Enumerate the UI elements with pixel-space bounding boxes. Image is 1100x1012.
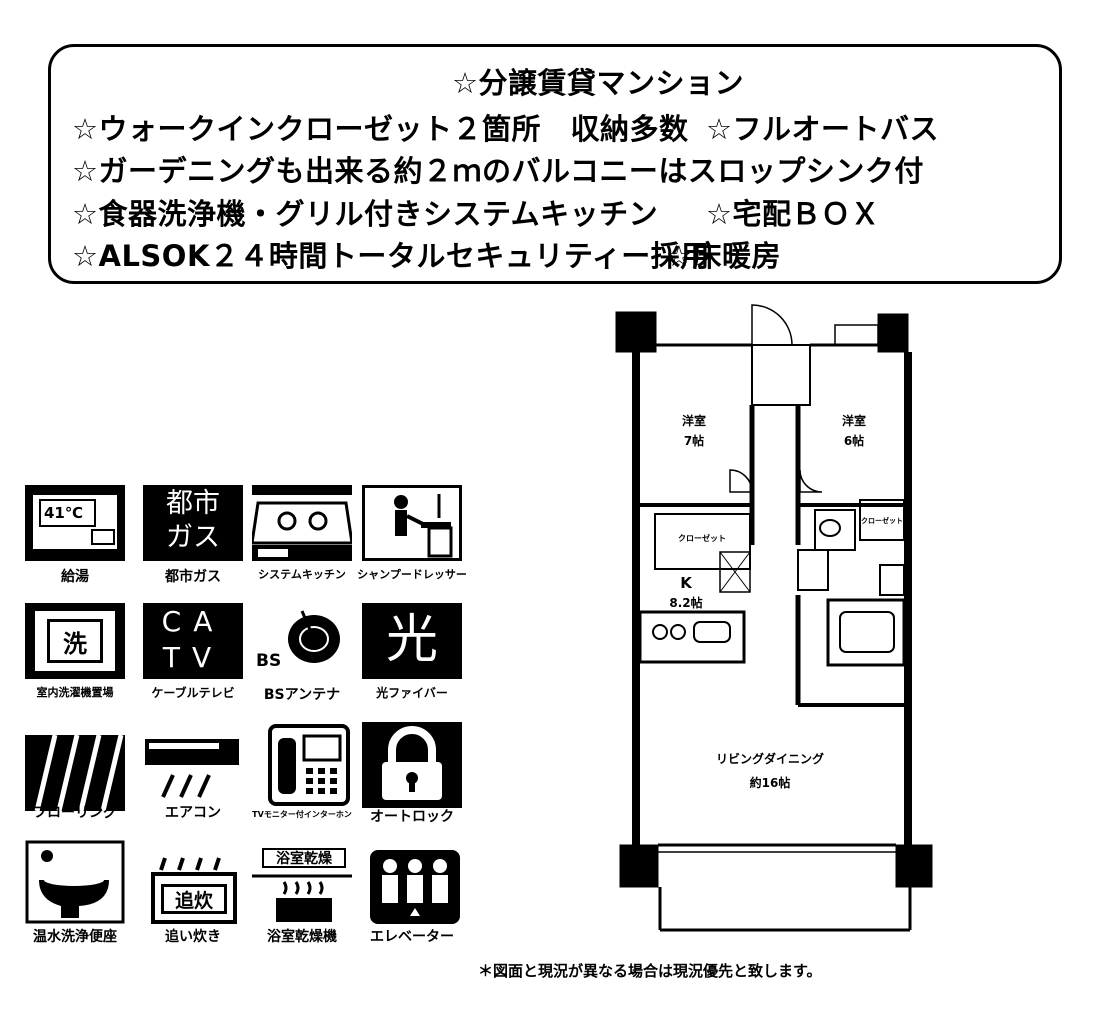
autolock-icon [362,722,462,808]
room1-size: 7帖 [683,434,705,448]
catv-icon: CA TV [143,603,243,679]
feature-line-1b: ☆フルオートバス [706,112,939,146]
icon-label: エレベーター [370,929,454,945]
icon-label: フローリング [33,805,117,821]
washlet-icon [25,840,125,924]
feature-line-2: ☆ガーデニングも出来る約２ｍのバルコニーはスロップシンク付 [72,154,924,188]
living-name: リビングダイニング [715,752,824,766]
feature-line-3a: ☆食器洗浄機・グリル付きシステムキッチン [72,197,659,231]
icon-label: TVモニター付インターホン [252,810,352,819]
icon-label: 室内洗濯機置場 [36,686,114,699]
room1-name: 洋室 [681,414,706,428]
feature-line-4a: ☆ALSOK２４時間トータルセキュリティー採用 [72,239,710,273]
feature-line-1a: ☆ウォークインクローゼット２箇所 収納多数 [72,112,689,146]
flooring-icon [25,735,125,811]
kitchen-size: 8.2帖 [669,596,703,610]
bath-dryer-icon: 浴室乾燥 [252,846,352,924]
washer-space-icon: 洗 [25,603,125,679]
feature-line-4b: ☆床暖房 [666,239,781,273]
icon-label: 追い炊き [165,929,221,945]
room2-size: 6帖 [843,434,865,448]
kyuto-temp: 41℃ [39,499,96,527]
oidaki-icon: 追炊 [143,848,243,924]
room2-name: 洋室 [841,414,866,428]
icon-label: 給湯 [61,569,89,585]
icon-label: BSアンテナ [263,687,341,703]
feature-line-3b: ☆宅配ＢＯＸ [706,197,880,231]
icon-label: オートロック [370,809,454,825]
icon-label: ケーブルテレビ [151,686,235,700]
closet-label-2: クローゼット [861,517,903,525]
icon-label: 光ファイバー [376,686,448,700]
features-title: ☆分譲賃貸マンション [452,66,744,100]
icon-label: シャンプードレッサー [357,568,467,581]
icon-label: 都市ガス [165,569,221,585]
kyuto-icon: 41℃ [25,485,125,561]
closet-label-1: クローゼット [678,534,726,543]
city-gas-icon: 都市 ガス [143,485,243,561]
living-size: 約16帖 [749,776,791,790]
elevator-icon [370,850,460,924]
kitchen-name: K [680,574,692,592]
aircon-icon [143,735,243,811]
icon-label: 温水洗浄便座 [33,929,117,945]
fiber-icon: 光 [362,603,462,679]
features-box [48,44,1062,284]
tv-intercom-icon [252,722,352,808]
disclaimer-note: ＊図面と現況が異なる場合は現況優先と致します。 [478,962,822,980]
icon-label: 浴室乾燥機 [267,929,337,945]
system-kitchen-icon [252,485,352,561]
icon-label: システムキッチン [258,568,346,581]
icon-label: エアコン [165,805,221,821]
shampoo-dresser-icon [362,485,462,561]
bs-antenna-icon: BS [252,603,352,679]
